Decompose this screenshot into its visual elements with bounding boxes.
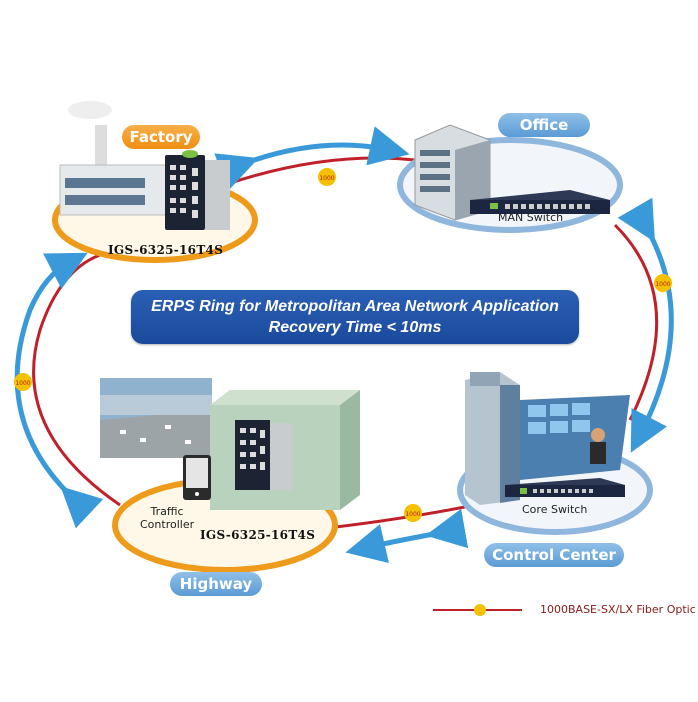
highway-label: Highway (170, 572, 262, 596)
control-center-label: Control Center (484, 543, 624, 567)
traffic-controller-icon (183, 455, 211, 500)
factory-label: Factory (122, 125, 200, 149)
badge-office-control: 1000 (654, 274, 672, 292)
highway-photo (100, 378, 212, 458)
traffic-controller-line1: Traffic (150, 505, 184, 518)
link-speed-badge-text: 1000 (405, 511, 420, 518)
title-banner: ERPS Ring for Metropolitan Area Network … (131, 290, 579, 344)
man-switch-icon (470, 190, 610, 214)
link-speed-badge-text: 1000 (15, 380, 30, 387)
factory-building-icon (59, 101, 171, 216)
badge-factory-office: 1000 (318, 168, 336, 186)
legend-label: 1000BASE-SX/LX Fiber Optic (540, 603, 696, 616)
arrow-factory-office (214, 126, 410, 191)
control-tower-icon (465, 372, 520, 505)
factory-device-label: IGS-6325-16T4S (108, 243, 224, 257)
roadside-cabinet-icon (210, 390, 360, 510)
arrow-highway-factory (14, 252, 104, 529)
legend-symbol (433, 604, 522, 616)
office-label: Office (498, 113, 590, 137)
badge-highway-factory: 1000 (14, 373, 32, 391)
link-badges: 1000 1000 1000 1000 (14, 168, 672, 522)
traffic-controller-label: Traffic Controller (140, 505, 194, 531)
banner-subtitle: Recovery Time < 10ms (268, 319, 442, 336)
control-center-device-label: Core Switch (522, 503, 588, 516)
highway-device-label: IGS-6325-16T4S (200, 528, 316, 542)
banner-title: ERPS Ring for Metropolitan Area Network … (151, 298, 559, 315)
badge-control-highway: 1000 (404, 504, 422, 522)
office-device-label: MAN Switch (498, 211, 564, 224)
direction-arrows (14, 126, 674, 564)
ring-link-office-control (613, 223, 659, 421)
traffic-controller-line2: Controller (140, 518, 195, 531)
link-speed-badge-text: 1000 (655, 281, 670, 288)
highway-switch-icon (235, 420, 292, 490)
factory-switch-icon (165, 150, 230, 230)
link-speed-badge-text: 1000 (319, 175, 334, 182)
core-switch-icon (505, 478, 625, 497)
office-building-icon (414, 124, 491, 221)
arrow-control-highway (345, 508, 469, 564)
arrow-office-control (617, 197, 674, 453)
control-room-icon (520, 395, 630, 480)
